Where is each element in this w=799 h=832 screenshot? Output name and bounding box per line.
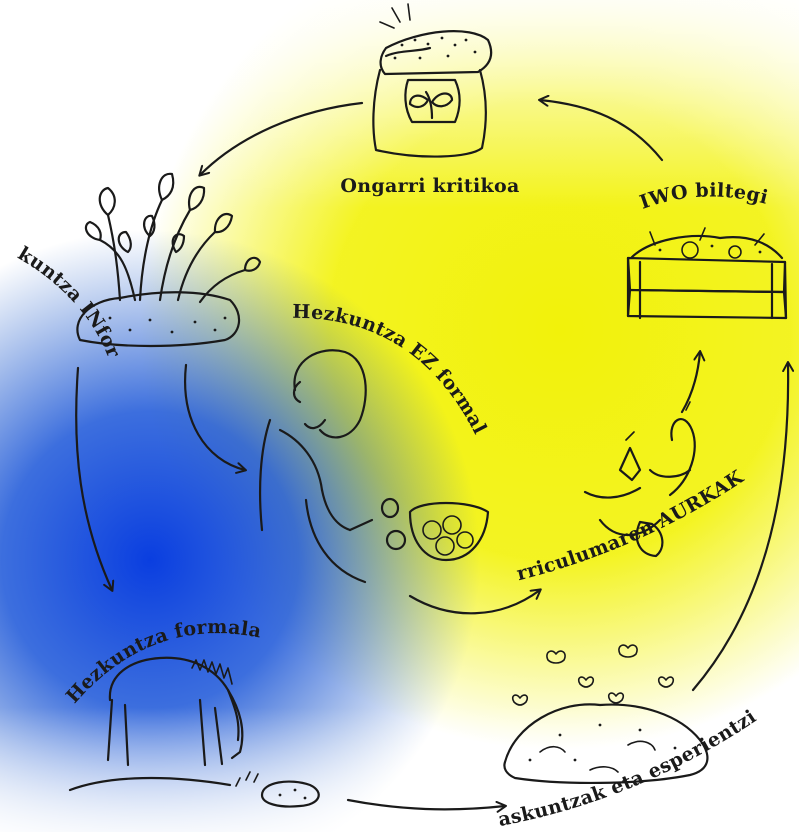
person-with-apples-illustration [259,349,490,584]
label-hezkuntza-ez-formala: Hezkuntza EZ formala [0,0,491,438]
label-curriculumaren-aurkakoa: Curriculumaren AURKAKOA [0,0,748,585]
compost-crate-illustration [626,227,788,320]
edge-arrows [75,94,795,813]
arrow-storage-to-fertilizer [538,94,664,162]
grazing-animal-illustration [68,656,320,808]
label-ongarri-kritikoa: Ongarri kritikoa [340,175,519,197]
food-scraps-illustration [583,401,696,558]
arrow-learning-to-storage [691,361,795,692]
arrow-fertilizer-to-informal [198,101,364,177]
label-hezkuntza-formala: Hezkuntza formala [62,616,263,707]
arrow-nonformal-to-counter [408,588,542,615]
arrow-counter-to-storage [680,350,706,414]
sprouting-plants-illustration [76,172,262,348]
label-hezkuntza-informala: Hezkuntza INformala [0,0,125,361]
arrow-formal-to-learning [346,798,507,813]
arrow-informal-to-formal [75,366,115,592]
fertilizer-bag-illustration [372,3,493,158]
arrow-informal-to-nonformal [184,363,247,474]
label-ikaskuntzak-eta-esperientziak: Ikaskuntzak eta esperientziak [0,0,760,831]
soil-mound-illustration [503,644,709,785]
